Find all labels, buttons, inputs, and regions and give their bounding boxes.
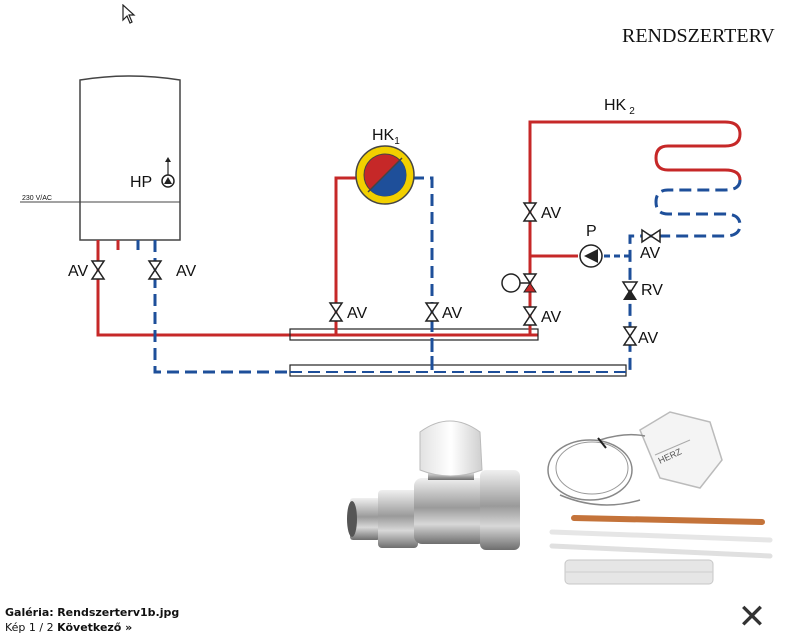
hk1-label: HK1 bbox=[372, 127, 400, 147]
close-icon[interactable]: ✕ bbox=[737, 597, 767, 637]
av-label-4: AV bbox=[442, 305, 462, 322]
voltage-label: 230 V/AC bbox=[22, 195, 52, 202]
valve-av-4 bbox=[425, 302, 439, 322]
av-label-8: AV bbox=[638, 330, 658, 347]
valve-av-3 bbox=[329, 302, 343, 322]
av-label-1: AV bbox=[68, 263, 88, 280]
gallery-pagination: Kép 1 / 2 Következő » bbox=[5, 620, 179, 635]
hk1-return bbox=[412, 176, 434, 365]
boiler-unit: 230 V/AC HP bbox=[20, 75, 181, 241]
hp-label: HP bbox=[130, 174, 152, 191]
hk1-supply bbox=[334, 176, 357, 335]
hk1-heater-icon bbox=[355, 145, 415, 205]
valve-av-5 bbox=[523, 202, 537, 222]
valve-av-6 bbox=[641, 229, 661, 243]
hk2-supply bbox=[528, 120, 742, 335]
mouse-cursor-icon bbox=[122, 4, 136, 24]
supply-manifold bbox=[289, 328, 539, 341]
av-label-3: AV bbox=[347, 305, 367, 322]
system-diagram: RENDSZERTERV 230 V/AC HP AV AV HK1 AV AV bbox=[20, 25, 775, 585]
page-prefix: Kép bbox=[5, 621, 26, 634]
return-manifold bbox=[289, 364, 627, 377]
pump-label: P bbox=[586, 223, 597, 240]
gallery-filename-line: Galéria: Rendszerterv1b.jpg bbox=[5, 605, 179, 620]
hp-pump-icon bbox=[161, 157, 175, 188]
page-separator: / bbox=[39, 621, 44, 634]
valve-av-2 bbox=[148, 260, 162, 280]
check-valve-rv-icon bbox=[621, 281, 639, 300]
av-label-2: AV bbox=[176, 263, 196, 280]
page-current: 1 bbox=[28, 621, 36, 634]
av-label-5: AV bbox=[541, 205, 561, 222]
next-image-link[interactable]: Következő » bbox=[57, 621, 133, 634]
valve-av-8 bbox=[623, 326, 637, 346]
page-total: 2 bbox=[46, 621, 54, 634]
hk2-return bbox=[628, 179, 742, 372]
remote-sensor-head-image: HERZ bbox=[547, 411, 773, 585]
pump-icon bbox=[579, 244, 603, 268]
diagram-title: RENDSZERTERV bbox=[622, 25, 775, 47]
av-label-7: AV bbox=[541, 309, 561, 326]
av-label-6: AV bbox=[640, 245, 660, 262]
valve-av-1 bbox=[91, 260, 105, 280]
supply-pipe-left bbox=[96, 240, 538, 337]
gallery-label: Galéria: bbox=[5, 606, 54, 619]
rv-label: RV bbox=[641, 282, 663, 299]
gallery-filename: Rendszerterv1b.jpg bbox=[57, 606, 180, 619]
thermostatic-valve-image bbox=[347, 420, 520, 550]
gallery-caption: Galéria: Rendszerterv1b.jpg Kép 1 / 2 Kö… bbox=[5, 605, 179, 635]
mixing-valve-icon bbox=[501, 273, 538, 293]
return-pipe-left bbox=[153, 240, 290, 374]
valve-av-7 bbox=[523, 306, 537, 326]
